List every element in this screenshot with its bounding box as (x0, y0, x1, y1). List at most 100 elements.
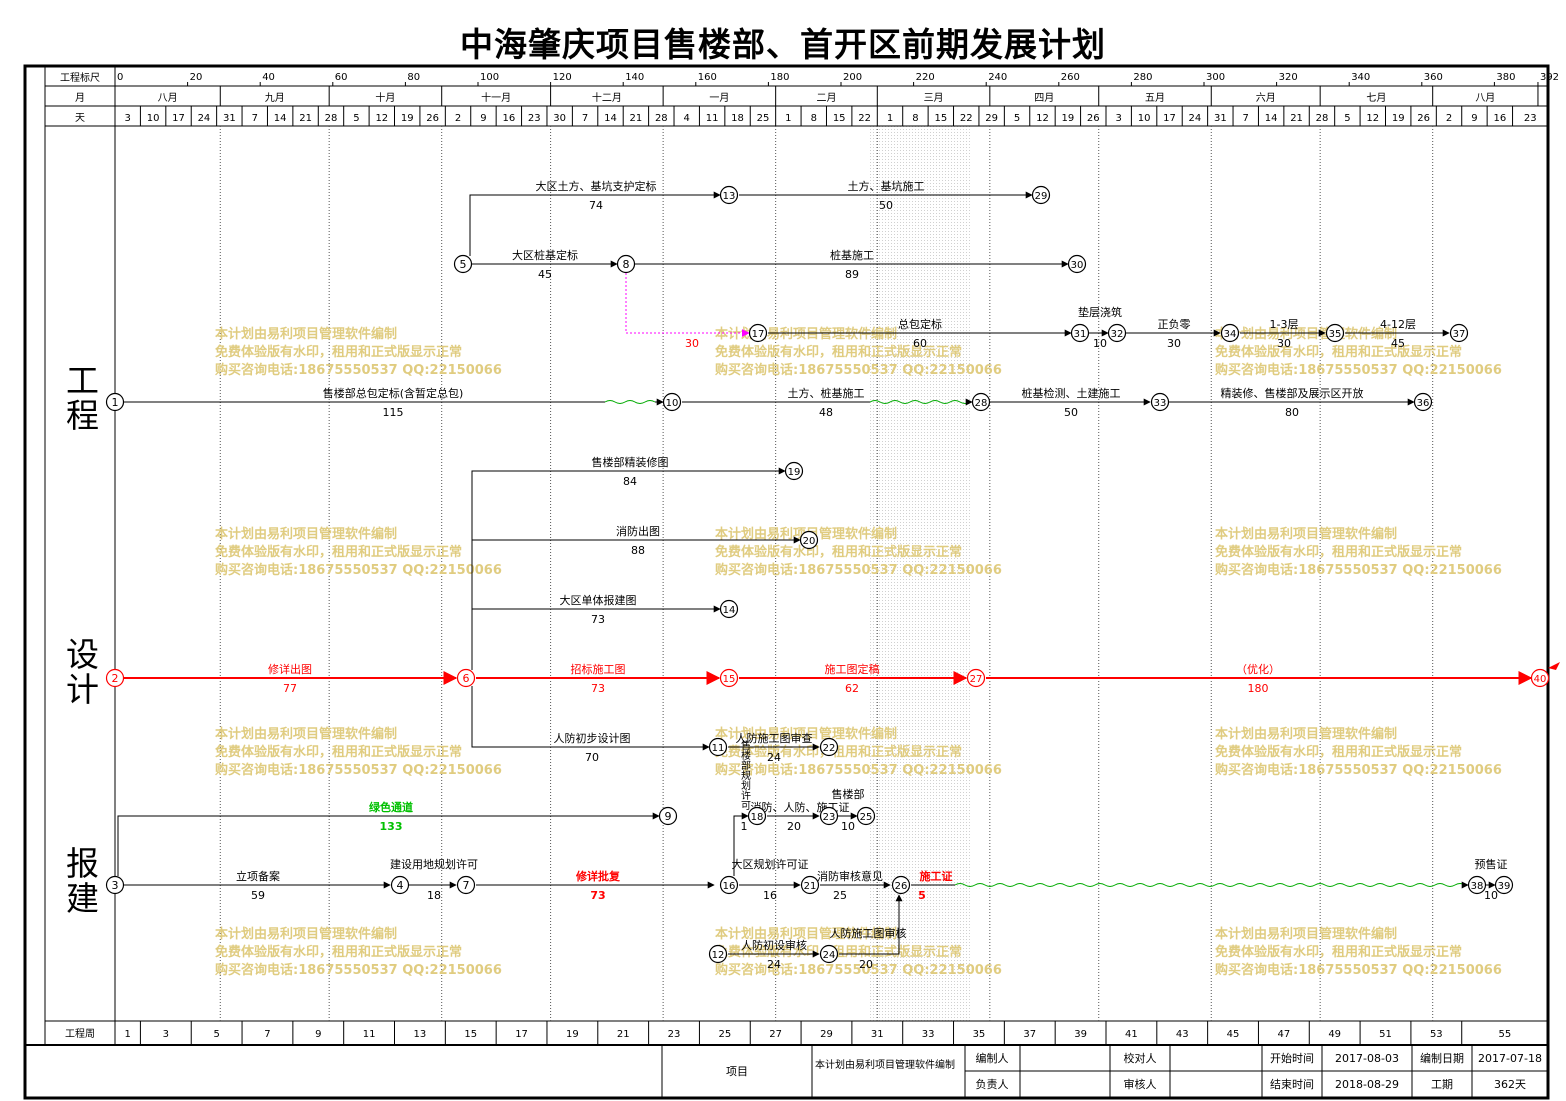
event-node-circle (800, 875, 820, 895)
task-arrow (471, 467, 786, 670)
day-label-cell: 10 (1138, 113, 1151, 124)
watermark-line: 购买咨询电话:18675550537 QQ:22150066 (1215, 762, 1502, 778)
event-node: 7 (456, 875, 476, 895)
day-label-cell: 23 (1524, 113, 1537, 124)
day-label-cell: 31 (1214, 113, 1227, 124)
task-duration: 10 (1093, 337, 1107, 350)
critical-task-duration: 62 (845, 682, 859, 695)
day-label-cell: 7 (252, 113, 258, 124)
event-node-number: 7 (463, 879, 470, 892)
day-label-cell: 21 (299, 113, 312, 124)
event-node-number: 24 (823, 950, 836, 961)
day-label-cell: 21 (1290, 113, 1303, 124)
event-node-number: 32 (1111, 329, 1124, 340)
task-duration: 10 (1484, 889, 1498, 902)
event-node: 33 (1150, 392, 1170, 412)
week-label-cell: 11 (363, 1029, 376, 1040)
month-label-cell: 六月 (1256, 92, 1276, 104)
event-node: 20 (799, 530, 819, 550)
event-node: 19 (784, 461, 804, 481)
month-label-cell: 九月 (265, 92, 285, 104)
event-node-circle (1107, 323, 1127, 343)
critical-task-label: （优化） (1236, 662, 1280, 676)
day-label-cell: 18 (731, 113, 744, 124)
scale-tick-label: 380 (1496, 72, 1515, 83)
event-node: 15 (719, 668, 739, 688)
task-label: 售楼部总包定标(含暂定总包) (323, 386, 464, 400)
day-label-cell: 17 (172, 113, 185, 124)
day-label-cell: 14 (604, 113, 617, 124)
task-label: 预售证 (1475, 857, 1508, 871)
task-label: 1-3层 (1270, 318, 1299, 331)
week-label: 工程周 (65, 1028, 95, 1040)
week-label-cell: 7 (264, 1029, 270, 1040)
watermark: 本计划由易利项目管理软件编制免费体验版有水印，租用和正式版显示正常购买咨询电话:… (715, 526, 1002, 578)
event-node-circle (390, 875, 410, 895)
footer-start-value: 2017-08-03 (1335, 1052, 1399, 1065)
watermark-line: 免费体验版有水印，租用和正式版显示正常 (215, 744, 462, 760)
watermark-line: 购买咨询电话:18675550537 QQ:22150066 (215, 762, 502, 778)
day-label-cell: 26 (426, 113, 439, 124)
watermark-line: 购买咨询电话:18675550537 QQ:22150066 (1215, 362, 1502, 378)
float-wave (869, 400, 971, 404)
event-node: 21 (800, 875, 820, 895)
scale-tick-label: 200 (843, 72, 862, 83)
day-label-cell: 16 (502, 113, 515, 124)
task-duration: 45 (538, 268, 552, 281)
task-label: 售楼部规划许可 (739, 739, 751, 810)
task-label: 桩基施工 (830, 248, 874, 262)
watermark-line: 购买咨询电话:18675550537 QQ:22150066 (715, 962, 1002, 978)
scale-tick-label: 120 (553, 72, 572, 83)
day-label-cell: 8 (811, 113, 817, 124)
watermark-line: 免费体验版有水印，租用和正式版显示正常 (715, 944, 962, 960)
event-node: 1 (105, 392, 125, 412)
day-label-cell: 10 (147, 113, 160, 124)
task-label: 售楼部 (832, 787, 865, 801)
finish-flag-icon (1548, 662, 1560, 670)
watermark-line: 本计划由易利项目管理软件编制 (715, 726, 897, 742)
day-label-cell: 3 (125, 113, 131, 124)
week-label-cell: 17 (515, 1029, 528, 1040)
month-label-cell: 十二月 (592, 91, 622, 104)
scale-tick-label: 60 (335, 72, 348, 83)
task-label: 大区土方、基坑支护定标 (536, 179, 657, 193)
task-duration: 73 (591, 613, 605, 626)
dependency-arrow (625, 273, 750, 337)
day-label-cell: 24 (198, 113, 211, 124)
watermark-line: 本计划由易利项目管理软件编制 (1215, 926, 1397, 942)
task-duration: 16 (763, 889, 777, 902)
watermark-line: 免费体验版有水印，租用和正式版显示正常 (1215, 544, 1462, 560)
event-node: 2 (105, 668, 125, 688)
week-label-cell: 19 (566, 1029, 579, 1040)
watermark-line: 免费体验版有水印，租用和正式版显示正常 (1215, 744, 1462, 760)
week-label-cell: 45 (1227, 1029, 1240, 1040)
footer-checker-label: 校对人 (1124, 1051, 1157, 1065)
month-label-cell: 二月 (816, 92, 836, 104)
day-label-cell: 30 (553, 113, 566, 124)
task-arrow (117, 812, 660, 876)
task-duration: 50 (1064, 406, 1078, 419)
day-label-cell: 14 (274, 113, 287, 124)
day-label-cell: 19 (1062, 113, 1075, 124)
event-node-circle (1325, 323, 1345, 343)
watermark-line: 购买咨询电话:18675550537 QQ:22150066 (1215, 562, 1502, 578)
scale-tick-label: 240 (988, 72, 1007, 83)
event-node: 28 (971, 392, 991, 412)
scale-tick-label: 280 (1133, 72, 1152, 83)
event-node: 11 (708, 737, 728, 757)
month-label-cell: 十一月 (481, 91, 511, 104)
event-node-circle (799, 530, 819, 550)
footer-reviewer-label: 审核人 (1124, 1077, 1157, 1091)
event-node: 13 (719, 185, 739, 205)
watermark-line: 购买咨询电话:18675550537 QQ:22150066 (715, 362, 1002, 378)
event-node-circle (1220, 323, 1240, 343)
day-label-cell: 15 (934, 113, 947, 124)
task-duration: 84 (623, 475, 637, 488)
task-duration: 20 (859, 958, 873, 971)
task-duration: 1 (741, 820, 748, 833)
event-node: 22 (819, 737, 839, 757)
day-label-cell: 7 (1243, 113, 1249, 124)
watermark: 本计划由易利项目管理软件编制免费体验版有水印，租用和正式版显示正常购买咨询电话:… (715, 726, 1002, 778)
event-node-number: 21 (804, 881, 817, 892)
day-label-cell: 5 (353, 113, 359, 124)
